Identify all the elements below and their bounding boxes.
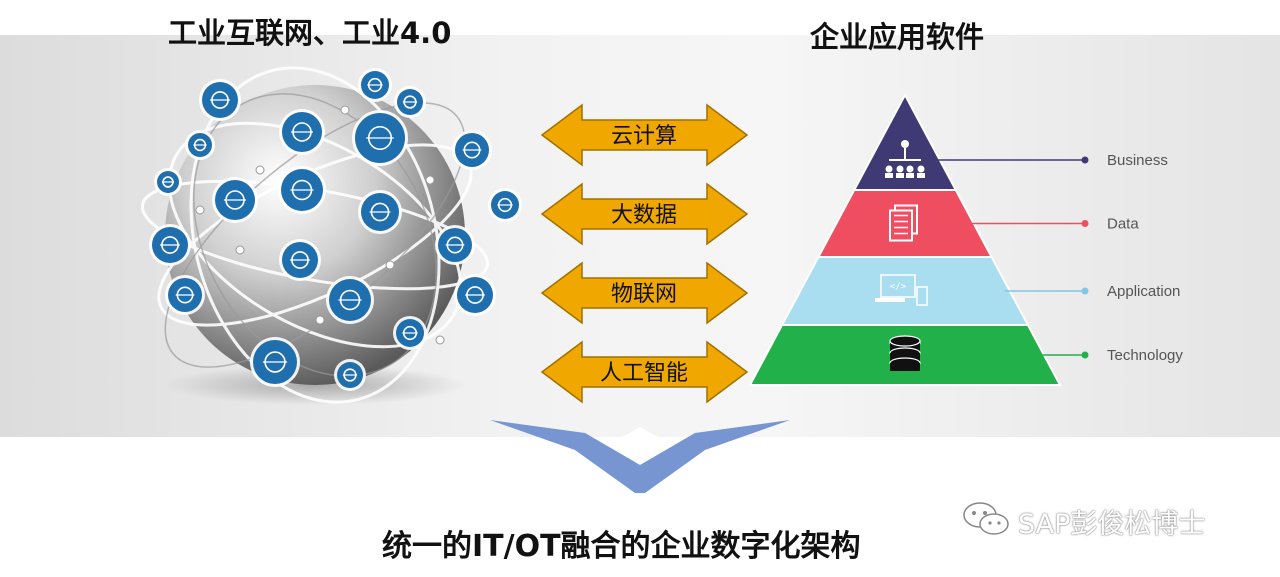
devices-code-icon: </> bbox=[875, 274, 928, 306]
wechat-icon bbox=[963, 502, 1009, 535]
bottom-title: 统一的IT/OT融合的企业数字化架构 bbox=[382, 529, 861, 564]
orbit-node bbox=[235, 245, 245, 255]
layer-dot bbox=[1081, 287, 1089, 295]
layer-dot bbox=[1081, 156, 1089, 164]
chat-icon bbox=[185, 130, 215, 160]
sensor-icon bbox=[154, 168, 182, 196]
database-icon bbox=[889, 335, 921, 371]
right-title: 企业应用软件 bbox=[810, 20, 985, 54]
cloud-network-icon bbox=[250, 337, 300, 387]
robot-icon bbox=[278, 166, 326, 214]
orbit-node bbox=[385, 260, 395, 270]
watermark-text: SAP彭俊松博士 bbox=[1018, 509, 1206, 540]
globe-illustration bbox=[140, 66, 522, 405]
svg-text:</>: </> bbox=[890, 282, 907, 292]
layer-dot bbox=[1081, 351, 1089, 359]
user-icon bbox=[326, 276, 374, 324]
orbit-node bbox=[340, 105, 350, 115]
merge-arrow-shape bbox=[490, 420, 790, 493]
dots-grid-icon bbox=[165, 275, 205, 315]
orbit-node bbox=[315, 315, 325, 325]
layer-label: Application bbox=[1107, 283, 1180, 300]
signal-card-icon bbox=[149, 224, 191, 266]
shuffle-icon bbox=[279, 239, 321, 281]
orbit-node bbox=[195, 205, 205, 215]
circuit-icon bbox=[452, 130, 492, 170]
orbit-node bbox=[435, 335, 445, 345]
pyramid-layer-business: Business bbox=[852, 92, 1168, 191]
layer-dot bbox=[1081, 220, 1089, 227]
connector-label: 物联网 bbox=[611, 282, 677, 307]
merge-arrow bbox=[490, 420, 790, 493]
network-node-icon bbox=[358, 190, 402, 234]
connector-arrow: 大数据 bbox=[540, 182, 749, 246]
layer-label: Data bbox=[1107, 216, 1139, 233]
brain-head-icon bbox=[279, 109, 325, 155]
smile-icon bbox=[393, 316, 427, 350]
transfer-icon bbox=[394, 86, 426, 118]
layer-label: Business bbox=[1107, 152, 1168, 169]
orbit-node bbox=[425, 175, 435, 185]
org-chart-icon bbox=[885, 140, 925, 178]
graduation-icon bbox=[488, 188, 522, 222]
thumbs-up-icon bbox=[212, 177, 258, 223]
cube-hand-icon bbox=[454, 274, 496, 316]
connector-label: 人工智能 bbox=[600, 361, 688, 386]
left-title: 工业互联网、工业4.0 bbox=[168, 16, 452, 50]
connector-arrow: 物联网 bbox=[540, 261, 749, 325]
award-icon bbox=[334, 359, 366, 391]
dna-icon bbox=[199, 79, 241, 121]
connector-arrow: 云计算 bbox=[540, 103, 749, 167]
documents-icon bbox=[889, 204, 918, 242]
connector-arrow: 人工智能 bbox=[540, 340, 749, 404]
pyramid-layer-technology: Technology bbox=[748, 324, 1183, 386]
connector-label: 大数据 bbox=[611, 203, 677, 228]
pyramid-layer-data: Data bbox=[816, 189, 1139, 258]
orbit-node bbox=[255, 165, 265, 175]
layer-label: Technology bbox=[1107, 347, 1183, 364]
switch-icon bbox=[435, 225, 475, 265]
chip-icon bbox=[358, 68, 392, 102]
pyramid-layer-application: Application </> bbox=[780, 256, 1180, 326]
connector-label: 云计算 bbox=[611, 124, 677, 149]
ai-icon bbox=[352, 110, 408, 166]
